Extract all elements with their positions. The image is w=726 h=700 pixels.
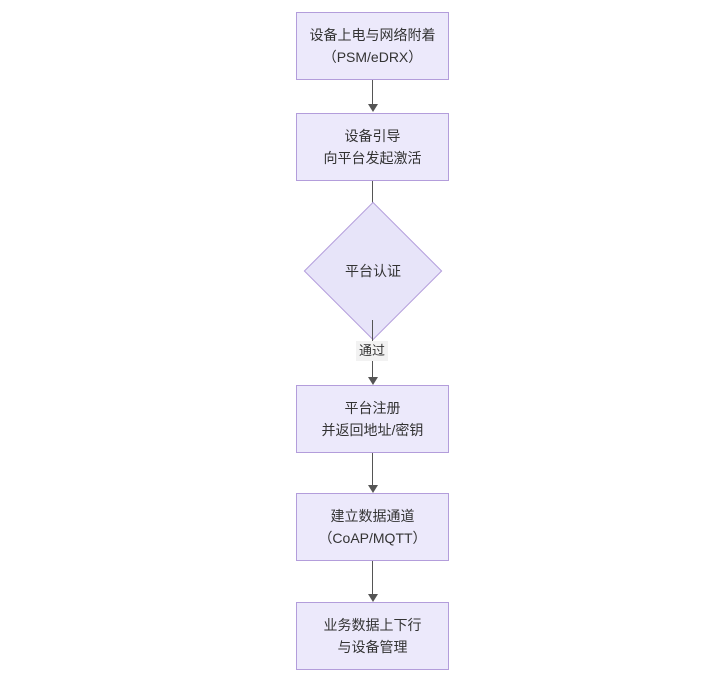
node-bootstrap[interactable]: 设备引导 向平台发起激活 — [296, 113, 449, 181]
node-bootstrap-line1: 设备引导 — [344, 128, 401, 144]
edge-auth-to-register-label: 通过 — [356, 341, 389, 361]
node-data-channel[interactable]: 建立数据通道 （CoAP/MQTT） — [296, 493, 449, 561]
node-business-data[interactable]: 业务数据上下行 与设备管理 — [296, 602, 449, 670]
node-data-channel-line2: （CoAP/MQTT） — [318, 530, 427, 546]
node-bootstrap-line2: 向平台发起激活 — [323, 150, 422, 166]
node-business-data-line1: 业务数据上下行 — [323, 617, 422, 633]
edge-power-on-to-bootstrap-arrow — [368, 104, 378, 112]
edge-channel-to-business-line — [372, 561, 373, 594]
node-platform-register-line1: 平台注册 — [344, 400, 401, 416]
edge-register-to-channel-line — [372, 453, 373, 486]
node-power-on-line2: （PSM/eDRX） — [322, 49, 423, 65]
edge-auth-to-register-arrow — [368, 377, 378, 385]
node-data-channel-line1: 建立数据通道 — [330, 508, 415, 524]
node-business-data-line2: 与设备管理 — [337, 639, 408, 655]
node-power-on[interactable]: 设备上电与网络附着 （PSM/eDRX） — [296, 12, 449, 80]
edge-channel-to-business-arrow — [368, 594, 378, 602]
node-power-on-line1: 设备上电与网络附着 — [309, 27, 436, 43]
node-platform-register-line2: 并返回地址/密钥 — [321, 422, 424, 438]
node-platform-auth[interactable] — [303, 201, 443, 341]
edge-power-on-to-bootstrap-line — [372, 80, 373, 105]
edge-bootstrap-to-auth-line — [372, 181, 373, 215]
edge-register-to-channel-arrow — [368, 485, 378, 493]
node-platform-register[interactable]: 平台注册 并返回地址/密钥 — [296, 385, 449, 453]
